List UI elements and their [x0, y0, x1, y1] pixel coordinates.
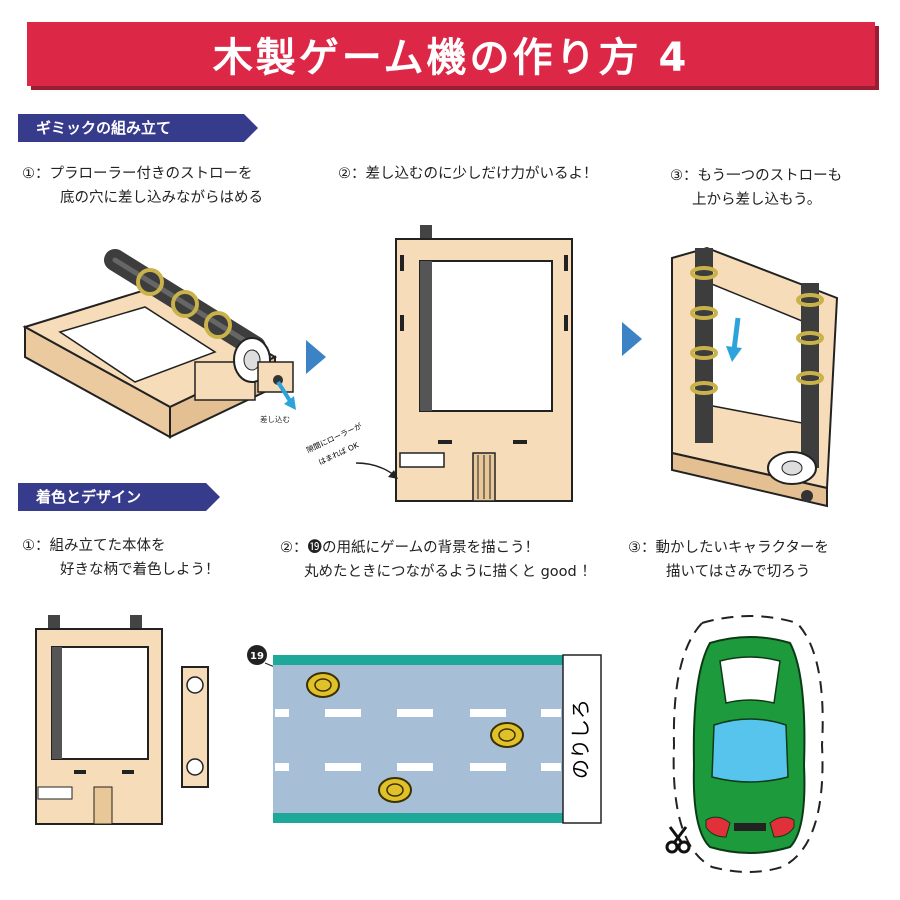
glue-tab-label: のりしろ: [569, 699, 593, 779]
assembly-illustration-1: 差し込む: [22, 249, 296, 439]
car-character-illustration: [665, 615, 824, 873]
colored-body-illustration: [35, 615, 209, 825]
title-banner: 木製ゲーム機の作り方 4: [27, 22, 875, 86]
coloring-step-3-text: ③：動かしたいキャラクターを 描いてはさみで切ろう: [628, 540, 829, 580]
insert-label: 差し込む: [260, 414, 290, 424]
coin-icon: [378, 777, 412, 803]
coin-icon: [490, 722, 524, 748]
section-heading-coloring: 着色とデザイン: [18, 483, 220, 511]
arrow-icon: [306, 340, 326, 374]
coin-icon: [306, 672, 340, 698]
sheet-number-badge: 19: [250, 651, 264, 662]
background-sheet-illustration: 19 のりしろ: [247, 645, 602, 824]
step-3-text: ③：もう一つのストローも 上から差し込もう。: [670, 168, 843, 208]
page-title: 木製ゲーム機の作り方 4: [212, 35, 690, 81]
step-2-text: ②：差し込むのに少しだけ力がいるよ！: [338, 166, 598, 182]
assembly-illustration-3: [671, 246, 839, 508]
scissors-icon: [665, 826, 691, 854]
arrow-icon: [622, 322, 642, 356]
coloring-step-2-text: ②：⓳の用紙にゲームの背景を描こう！ 丸めたときにつながるように描くと good…: [280, 540, 596, 580]
assembly-illustration-2: 隙間にローラーが はまれば OK: [305, 225, 573, 502]
step-1-text: ①：プラローラー付きのストローを 底の穴に差し込みながらはめる: [22, 166, 263, 206]
coloring-step-1-text: ①：組み立てた本体を 好きな柄で着色しよう！: [22, 538, 220, 578]
section-heading-assembly: ギミックの組み立て: [18, 114, 258, 142]
